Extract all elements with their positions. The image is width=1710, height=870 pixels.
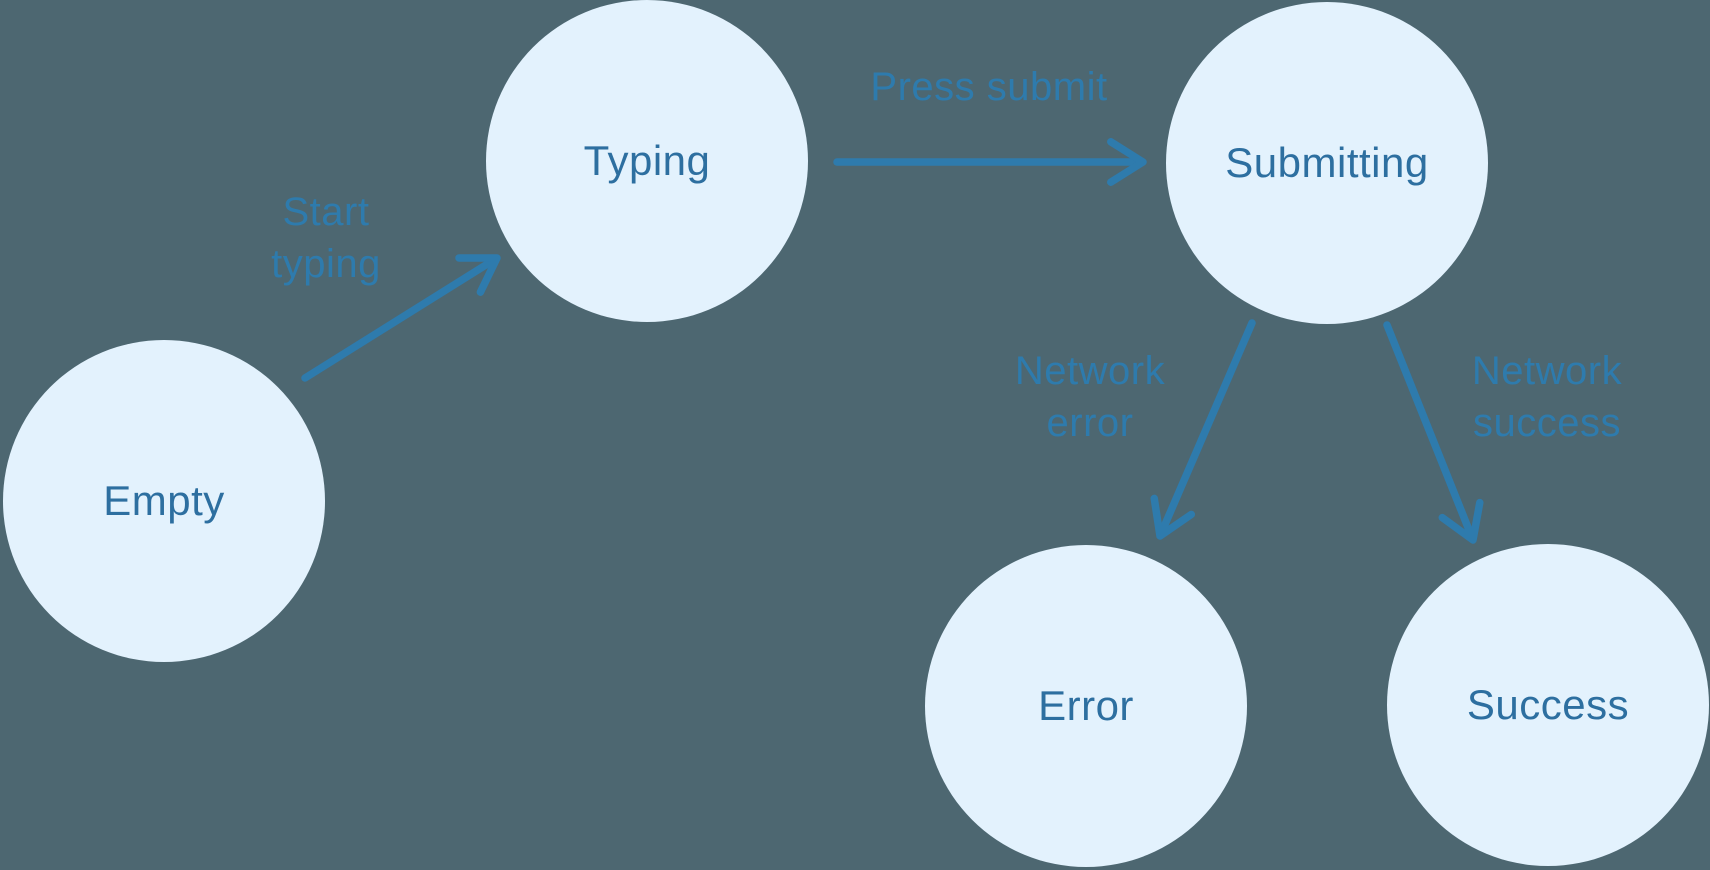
transition-arrow-typing-to-submitting (833, 138, 1147, 186)
state-node-empty-label: Empty (103, 477, 225, 524)
state-node-success: Success (1387, 544, 1709, 866)
edge-label-line: error (1046, 401, 1134, 445)
state-node-submitting-label: Submitting (1225, 139, 1429, 186)
edge-label-network-error: Network error (1015, 345, 1165, 449)
state-node-typing: Typing (486, 0, 808, 322)
state-node-success-label: Success (1466, 681, 1630, 728)
transition-arrow-submitting-to-error (1150, 319, 1256, 540)
state-node-submitting: Submitting (1166, 2, 1488, 324)
state-node-error-label: Error (1038, 682, 1134, 729)
transition-arrow-submitting-to-success (1383, 321, 1484, 544)
transition-arrow-empty-to-typing (301, 254, 501, 382)
edge-label-line: success (1472, 401, 1621, 445)
state-node-typing-label: Typing (583, 137, 711, 184)
edge-label-start-typing: Start typing (271, 186, 381, 290)
edge-label-line: Press submit (870, 65, 1108, 109)
edge-label-line: Network (1014, 349, 1166, 393)
edge-label-line: Start (282, 190, 370, 234)
state-node-empty: Empty (3, 340, 325, 662)
state-node-error: Error (925, 545, 1247, 867)
edge-label-press-submit: Press submit (870, 61, 1107, 113)
edge-label-line: typing (271, 242, 381, 286)
edge-label-line: Network (1471, 349, 1623, 393)
edge-label-network-success: Network success (1472, 345, 1622, 449)
